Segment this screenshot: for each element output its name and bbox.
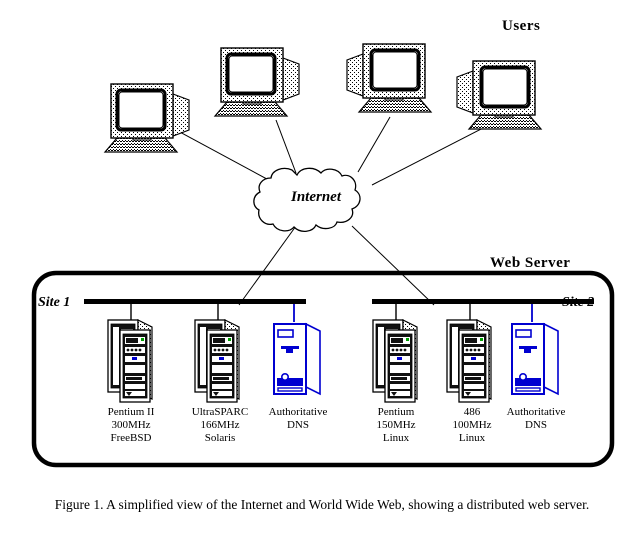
site-2-machine-3 bbox=[511, 323, 559, 395]
internet-label: Internet bbox=[291, 189, 342, 205]
link-user4-internet bbox=[371, 125, 488, 186]
machine-label-line2: DNS bbox=[286, 419, 309, 431]
site-2-machine-3-label: Authoritative DNS bbox=[488, 406, 584, 432]
machine-label-line1: Authoritative bbox=[506, 406, 566, 418]
machine-label-line2: 300MHz bbox=[111, 419, 151, 431]
machine-label-line1: Pentium bbox=[377, 406, 415, 418]
user-workstation-4 bbox=[455, 59, 543, 131]
site-1-machine-2 bbox=[194, 319, 240, 403]
site-1-machine-1 bbox=[107, 319, 153, 403]
site-link-lines bbox=[238, 225, 435, 306]
site-1-label: Site 1 bbox=[38, 295, 71, 310]
figure-caption: Figure 1. A simplified view of the Inter… bbox=[54, 497, 590, 512]
link-user2-internet bbox=[275, 119, 297, 174]
site-2-label: Site 2 bbox=[562, 295, 595, 310]
user-workstation-3 bbox=[345, 42, 433, 114]
machine-label-line2: 100MHz bbox=[452, 419, 492, 431]
users-label: Users bbox=[502, 18, 541, 34]
machine-label-line2: 150MHz bbox=[376, 419, 416, 431]
machine-label-line3: Linux bbox=[382, 432, 410, 444]
machine-label-line3: Linux bbox=[458, 432, 486, 444]
machine-label-line2: DNS bbox=[524, 419, 547, 431]
machine-label-line1: Authoritative bbox=[268, 406, 328, 418]
link-user3-internet bbox=[357, 116, 391, 173]
internet-cloud bbox=[253, 167, 361, 232]
link-internet-site1 bbox=[238, 225, 297, 306]
link-internet-site2 bbox=[351, 225, 435, 306]
user-link-lines bbox=[164, 116, 488, 186]
machine-label-line3: Solaris bbox=[204, 432, 236, 444]
user-workstation-1 bbox=[103, 82, 191, 154]
site-1-machine-2-label: UltraSPARC 166MHz Solaris bbox=[172, 406, 268, 445]
user-workstation-2 bbox=[213, 46, 301, 118]
site-1-machine-3 bbox=[273, 323, 321, 395]
site-2-bus bbox=[372, 299, 594, 304]
site-1-machine-1-label: Pentium II 300MHz FreeBSD bbox=[83, 406, 179, 445]
machine-label-line1: UltraSPARC bbox=[191, 406, 249, 418]
site-2-network bbox=[372, 299, 594, 322]
machine-label-line1: 486 bbox=[463, 406, 481, 418]
machine-label-line1: Pentium II bbox=[107, 406, 155, 418]
site-1-machine-3-label: Authoritative DNS bbox=[250, 406, 346, 432]
site-2-machine-2-label: 486 100MHz Linux bbox=[424, 406, 520, 445]
link-user1-internet bbox=[164, 123, 279, 186]
site-2-machine-1-label: Pentium 150MHz Linux bbox=[348, 406, 444, 445]
web-server-label: Web Server bbox=[490, 255, 571, 271]
machine-label-line3: FreeBSD bbox=[110, 432, 152, 444]
site-2-machine-2 bbox=[446, 319, 492, 403]
site-1-bus bbox=[84, 299, 306, 304]
machine-label-line2: 166MHz bbox=[200, 419, 240, 431]
site-2-machine-1 bbox=[372, 319, 418, 403]
web-server-enclosure bbox=[31, 270, 615, 468]
site-1-network bbox=[84, 299, 306, 322]
